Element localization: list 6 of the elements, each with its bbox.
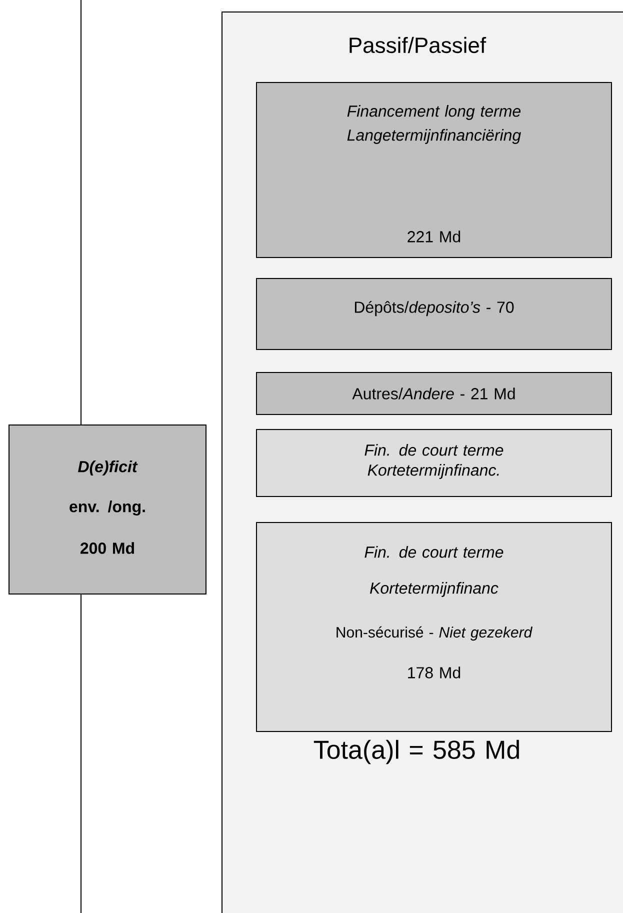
amount-box: Dépôts/deposito’s - 70	[256, 278, 612, 350]
amount-box: Autres/Andere - 21 Md	[256, 372, 612, 415]
amount-box: Financement long terme Langetermijnfinanciëring 221 Md	[256, 82, 612, 258]
amount-box: Fin. de court terme Kortetermijnfinanc.	[256, 429, 612, 497]
amount-box: Fin. de court terme Kortetermijnfinanc Non-sécurisé - Niet gezekerd 178 Md	[256, 522, 612, 732]
amount-box: D(e)ficit env. /ong. 200 Md	[8, 424, 206, 594]
